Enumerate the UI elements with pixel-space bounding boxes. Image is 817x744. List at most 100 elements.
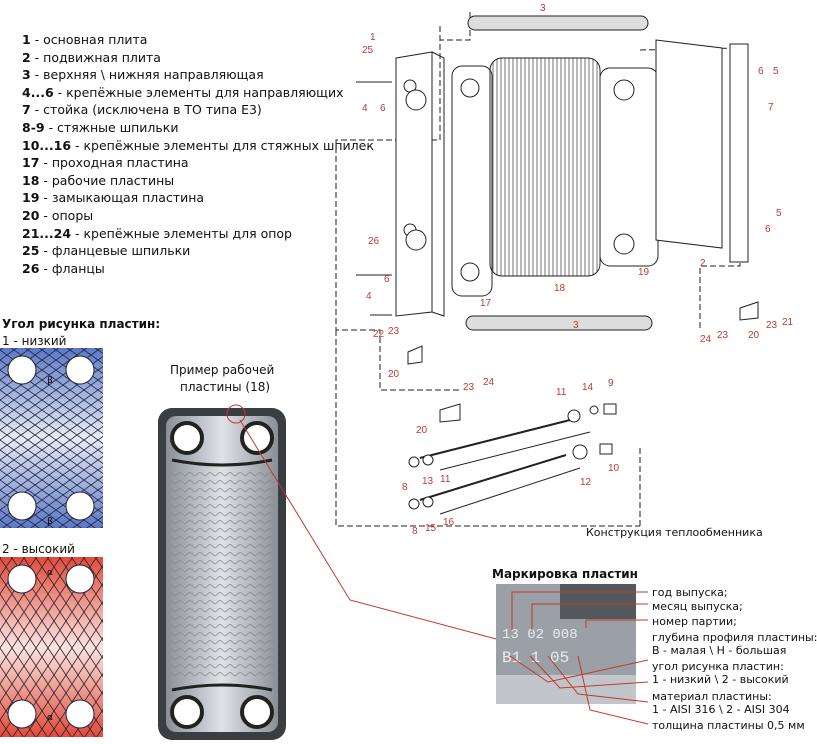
annotation-material: материал пластины:: [652, 690, 772, 703]
part-number: 8: [412, 526, 418, 537]
marking-title: Маркировка пластин: [492, 567, 638, 581]
legend-item: 19 - замыкающая пластина: [22, 189, 374, 207]
part-number: 25: [362, 45, 374, 56]
legend-item: 8-9 - стяжные шпильки: [22, 119, 374, 137]
annotation-material-values: 1 - AISI 316 \ 2 - AISI 304: [652, 703, 790, 716]
legend-item-text: - замыкающая пластина: [39, 190, 205, 206]
legend-item-text: - фланцы: [39, 260, 105, 276]
legend-item-number: 1: [22, 32, 31, 47]
legend-item: 18 - рабочие пластины: [22, 172, 374, 190]
part-number: 13: [422, 476, 434, 487]
plate-angle-high: α α: [0, 557, 103, 737]
legend-item-number: 3: [22, 67, 31, 83]
legend-item-number: 21...24: [22, 225, 72, 241]
legend-item-number: 25: [22, 243, 40, 259]
construction-caption: Конструкция теплообменника: [586, 526, 763, 539]
legend-item-text: - фланцевые шпильки: [39, 243, 191, 259]
part-number: 23: [463, 382, 475, 393]
part-number: 5: [773, 66, 779, 77]
annotation-month: месяц выпуска;: [652, 600, 743, 613]
angle-section-title: Угол рисунка пластин:: [2, 317, 161, 331]
angle-low-label: 1 - низкий: [2, 334, 67, 348]
annotation-batch: номер партии;: [652, 615, 737, 628]
part-number: 26: [368, 236, 380, 247]
part-number: 20: [388, 369, 400, 380]
part-number: 14: [582, 382, 594, 393]
construction-drawing: [335, 12, 759, 527]
part-number: 21: [782, 317, 794, 328]
marking-photo: 13 02 008 B1 1 05: [496, 584, 636, 704]
part-number: 16: [443, 517, 455, 528]
part-number: 9: [608, 378, 614, 389]
legend-item: 20 - опоры: [22, 207, 374, 225]
part-number: 11: [440, 474, 451, 485]
part-number: 17: [480, 298, 492, 309]
legend-item: 4...6 - крепёжные элементы для направляю…: [22, 84, 374, 102]
example-plate-caption-2: пластины (18): [180, 380, 271, 394]
legend-item-number: 17: [22, 155, 40, 171]
heat-exchanger-diagram: β β α α 13 02 008 B1 1 05: [0, 12, 759, 740]
plate-angle-low: β β: [0, 348, 103, 528]
alpha-bottom: α: [47, 713, 53, 723]
part-number: 3: [540, 3, 546, 14]
part-number: 6: [380, 103, 386, 114]
legend-item-text: - рабочие пластины: [39, 172, 175, 188]
legend-item-number: 19: [22, 190, 40, 206]
legend-item-text: - подвижная плита: [30, 49, 161, 65]
part-number: 2: [700, 258, 706, 269]
part-number: 23: [717, 330, 729, 341]
beta-top: β: [47, 376, 53, 386]
annotation-depth: глубина профиля пластины:: [652, 631, 817, 644]
part-number: 18: [554, 283, 566, 294]
legend-item-text: - проходная пластина: [39, 155, 189, 171]
legend-item-text: - опоры: [39, 207, 94, 223]
part-number: 20: [748, 330, 760, 341]
marking-leaders: [509, 591, 649, 725]
legend-item: 3 - верхняя \ нижняя направляющая: [22, 66, 374, 84]
example-plate-caption-1: Пример рабочей: [170, 363, 275, 377]
legend-item-number: 18: [22, 172, 40, 188]
beta-bottom: β: [47, 517, 53, 527]
legend-item-number: 26: [22, 260, 40, 276]
marking-connector: [239, 419, 501, 641]
legend-item: 2 - подвижная плита: [22, 49, 374, 67]
part-number: 19: [638, 267, 650, 278]
part-number: 6: [765, 224, 771, 235]
part-number: 1: [370, 32, 376, 43]
legend-item: 25 - фланцевые шпильки: [22, 242, 374, 260]
legend-item-number: 10...16: [22, 137, 72, 153]
example-plate-photo: [158, 404, 286, 740]
legend-item-number: 2: [22, 49, 31, 65]
annotation-thickness: толщина пластины 0,5 мм: [652, 719, 805, 732]
legend-item-text: - стойка (исключена в ТО типа Е3): [30, 102, 262, 118]
part-number: 15: [425, 523, 437, 534]
part-number: 10: [608, 463, 620, 474]
part-number: 6: [758, 66, 764, 77]
annotation-year: год выпуска;: [652, 586, 728, 599]
part-number: 7: [768, 102, 774, 113]
legend-item-text: - основная плита: [30, 32, 148, 47]
part-number: 4: [362, 103, 368, 114]
legend-item-text: - крепёжные элементы для направляющих: [53, 84, 344, 100]
annotation-angle-values: 1 - низкий \ 2 - высокий: [652, 673, 789, 686]
legend-item: 10...16 - крепёжные элементы для стяжных…: [22, 137, 374, 155]
marking-code-top: 13 02 008: [502, 627, 578, 643]
part-number: 22: [373, 329, 385, 340]
legend-item-number: 8-9: [22, 119, 45, 135]
part-number: 12: [580, 477, 592, 488]
legend-item-number: 20: [22, 207, 40, 223]
legend-item-number: 7: [22, 102, 31, 118]
part-number: 5: [776, 208, 782, 219]
alpha-top: α: [47, 568, 53, 578]
part-number: 11: [556, 387, 567, 398]
annotation-depth-values: В - малая \ Н - большая: [652, 644, 787, 657]
part-number: 20: [416, 425, 428, 436]
part-number: 23: [766, 320, 778, 331]
part-number: 3: [573, 320, 579, 331]
part-number: 4: [366, 291, 372, 302]
legend-item: 17 - проходная пластина: [22, 154, 374, 172]
legend-item: 21...24 - крепёжные элементы для опор: [22, 225, 374, 243]
part-number: 6: [384, 274, 390, 285]
part-number: 8: [402, 482, 408, 493]
